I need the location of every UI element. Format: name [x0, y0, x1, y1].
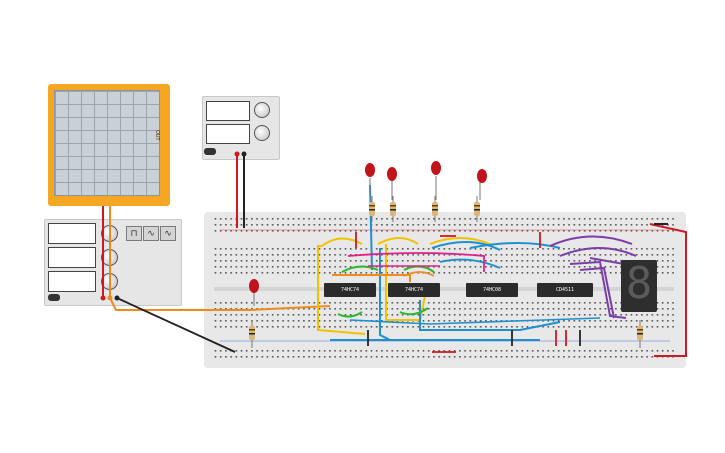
fg-red-terminal[interactable] — [100, 295, 106, 301]
seven-segment-digit: 8 — [625, 258, 653, 309]
ic-cd4511[interactable]: CD4511 — [537, 283, 593, 297]
psu-red-terminal[interactable] — [234, 151, 240, 157]
led-3[interactable] — [431, 161, 441, 200]
led-1[interactable] — [365, 163, 375, 200]
blue-wire-2[interactable] — [431, 240, 501, 251]
resistor-5[interactable] — [249, 320, 255, 348]
yellow-wire-5[interactable] — [429, 237, 491, 245]
triangle-wave-button[interactable]: ∿ — [160, 226, 176, 241]
ic-74hc74-1[interactable]: 74HC74 — [324, 283, 376, 297]
fg-orange-terminal[interactable] — [107, 295, 113, 301]
top-power-rail — [214, 218, 674, 232]
led-4[interactable] — [477, 169, 487, 200]
power-supply-display-voltage — [206, 101, 250, 121]
oscilloscope-screen — [54, 90, 160, 196]
blue-wire-1[interactable] — [379, 248, 391, 341]
clock-signal-wire[interactable] — [109, 297, 331, 311]
orange-wire-1[interactable] — [332, 274, 411, 282]
ic-74hc74-2[interactable]: 74HC74 — [388, 283, 440, 297]
blue-wire-3[interactable] — [419, 300, 561, 331]
power-supply-display-current — [206, 124, 250, 144]
bottom-terminal-strip — [214, 298, 674, 330]
fg-black-terminal[interactable] — [114, 295, 120, 301]
purple-wire-1[interactable] — [549, 235, 633, 247]
blue-wire-6[interactable] — [439, 258, 501, 269]
green-wire-1[interactable] — [341, 265, 379, 273]
yellow-wire-2[interactable] — [321, 237, 363, 247]
purple-wire-2[interactable] — [559, 247, 637, 257]
ic-74hc08[interactable]: 74HC08 — [466, 283, 518, 297]
seven-segment-display[interactable] — [621, 260, 657, 312]
fg-display-offset — [48, 271, 96, 292]
current-knob[interactable] — [254, 125, 270, 141]
purple-wire-5[interactable] — [589, 257, 625, 265]
pink-wire-1[interactable] — [347, 252, 485, 272]
led-2[interactable] — [387, 167, 397, 200]
green-wire-2[interactable] — [337, 311, 363, 318]
blue-wire-7[interactable] — [349, 317, 601, 325]
yellow-wire-1[interactable] — [317, 245, 366, 335]
psu-black-terminal[interactable] — [241, 151, 247, 157]
bottom-power-rail — [214, 346, 674, 360]
resistor-1[interactable] — [369, 196, 375, 222]
fg-display-amplitude — [48, 247, 96, 268]
orange-wire-2[interactable] — [403, 271, 435, 277]
purple-wire-3[interactable] — [569, 260, 627, 319]
fg-ground-wire[interactable] — [116, 297, 236, 353]
power-switch[interactable] — [204, 148, 216, 155]
sine-wave-button[interactable]: ∿ — [143, 226, 159, 241]
purple-wire-4[interactable] — [579, 266, 615, 319]
resistor-4[interactable] — [474, 196, 480, 222]
green-wire-3[interactable] — [399, 307, 429, 316]
fg-power-switch[interactable] — [48, 294, 60, 301]
voltage-knob[interactable] — [254, 102, 270, 118]
resistor-6[interactable] — [637, 320, 643, 348]
square-wave-button[interactable]: ⊓ — [126, 226, 142, 241]
yellow-wire-4[interactable] — [385, 244, 426, 321]
fg-display-frequency — [48, 223, 96, 244]
red-power-wire[interactable] — [649, 223, 687, 357]
resistor-2[interactable] — [390, 196, 396, 222]
resistor-3[interactable] — [432, 196, 438, 222]
led-5[interactable] — [249, 279, 259, 306]
yellow-wire-3[interactable] — [377, 237, 419, 245]
